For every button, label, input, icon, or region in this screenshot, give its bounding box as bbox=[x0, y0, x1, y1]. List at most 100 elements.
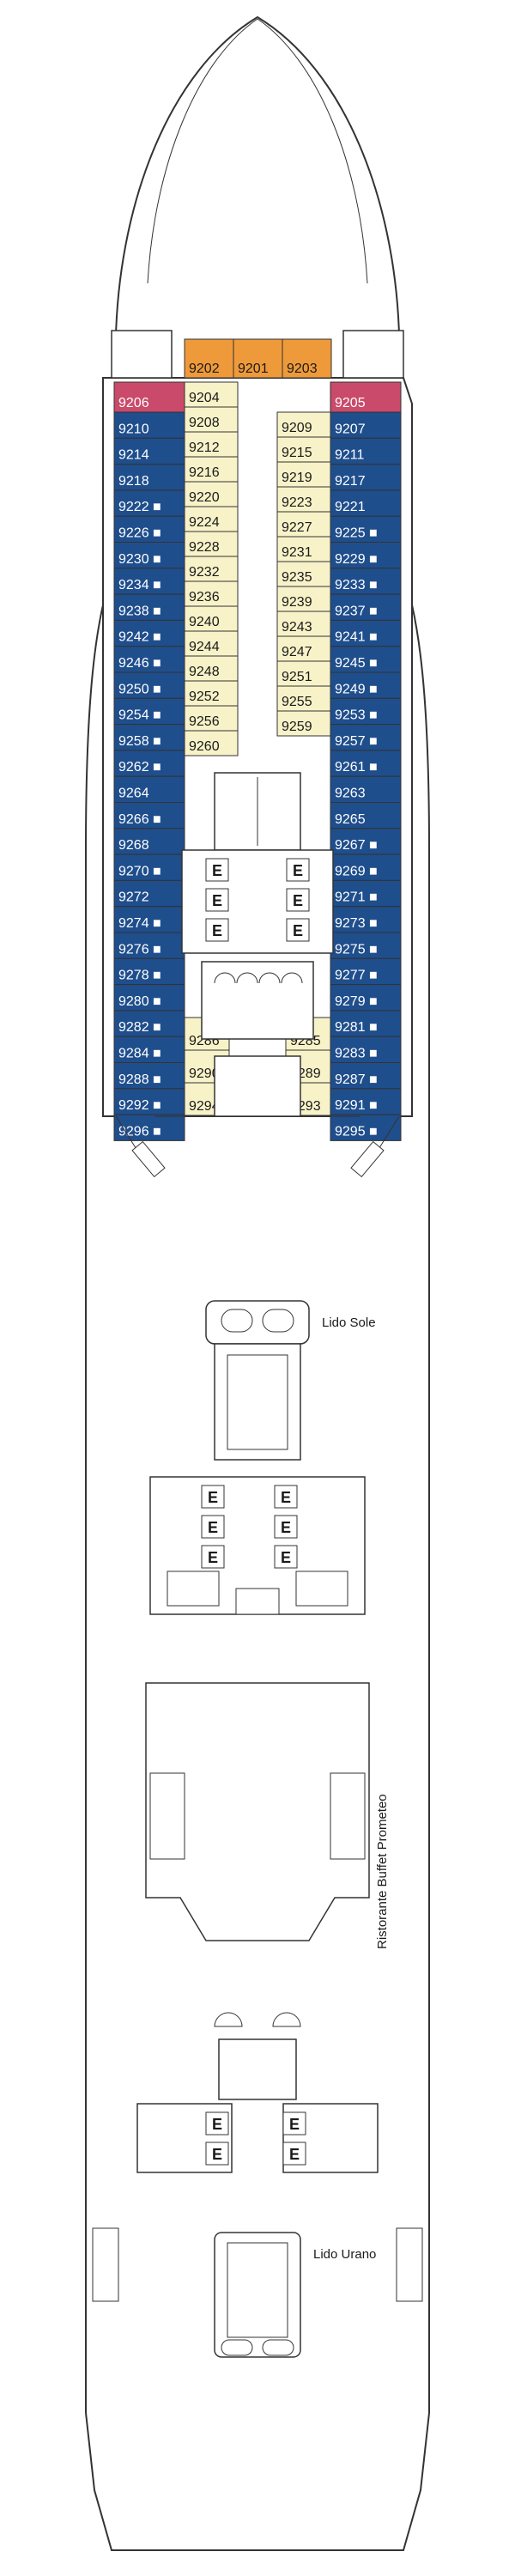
cabin-9276[interactable]: 9276 ■ bbox=[113, 932, 185, 959]
cabin-9223[interactable]: 9223 bbox=[276, 486, 331, 513]
cabin-9253[interactable]: 9253 ■ bbox=[330, 697, 402, 726]
cabin-9228[interactable]: 9228 bbox=[184, 531, 239, 557]
cabin-number: 9295 ■ bbox=[335, 1124, 378, 1139]
cabin-9274[interactable]: 9274 ■ bbox=[113, 906, 185, 933]
cabin-9215[interactable]: 9215 bbox=[276, 436, 331, 463]
cabin-9270[interactable]: 9270 ■ bbox=[113, 854, 185, 881]
cabin-9201[interactable]: 9201 bbox=[233, 338, 283, 379]
cabin-number: 9243 bbox=[282, 620, 312, 635]
svg-text:E: E bbox=[281, 1549, 291, 1566]
cabin-9263[interactable]: 9263 bbox=[330, 775, 402, 804]
cabin-9260[interactable]: 9260 bbox=[184, 730, 239, 756]
cabin-9207[interactable]: 9207 bbox=[330, 411, 402, 439]
cabin-9211[interactable]: 9211 bbox=[330, 437, 402, 465]
cabin-9214[interactable]: 9214 bbox=[113, 437, 185, 465]
svg-text:E: E bbox=[293, 892, 303, 909]
cabin-9273[interactable]: 9273 ■ bbox=[330, 906, 402, 933]
cabin-9288[interactable]: 9288 ■ bbox=[113, 1062, 185, 1090]
cabin-9203[interactable]: 9203 bbox=[282, 338, 332, 379]
cabin-9217[interactable]: 9217 bbox=[330, 464, 402, 491]
cabin-9243[interactable]: 9243 bbox=[276, 611, 331, 637]
cabin-9224[interactable]: 9224 bbox=[184, 506, 239, 532]
svg-text:E: E bbox=[289, 2116, 300, 2133]
cabin-9210[interactable]: 9210 bbox=[113, 411, 185, 439]
cabin-9236[interactable]: 9236 bbox=[184, 580, 239, 607]
cabin-9240[interactable]: 9240 bbox=[184, 605, 239, 632]
cabin-9220[interactable]: 9220 bbox=[184, 481, 239, 507]
cabin-9254[interactable]: 9254 ■ bbox=[113, 697, 185, 726]
cabin-9206[interactable]: 9206 bbox=[113, 381, 185, 413]
cabin-9226[interactable]: 9226 ■ bbox=[113, 515, 185, 544]
cabin-9246[interactable]: 9246 ■ bbox=[113, 646, 185, 673]
cabin-9225[interactable]: 9225 ■ bbox=[330, 515, 402, 544]
cabin-9248[interactable]: 9248 bbox=[184, 655, 239, 682]
cabin-9219[interactable]: 9219 bbox=[276, 461, 331, 488]
cabin-9279[interactable]: 9279 ■ bbox=[330, 984, 402, 1012]
cabin-9295[interactable]: 9295 ■ bbox=[330, 1114, 402, 1141]
cabin-9264[interactable]: 9264 bbox=[113, 775, 185, 804]
cabin-9258[interactable]: 9258 ■ bbox=[113, 724, 185, 751]
cabin-9229[interactable]: 9229 ■ bbox=[330, 542, 402, 569]
cabin-9250[interactable]: 9250 ■ bbox=[113, 671, 185, 699]
cabin-9267[interactable]: 9267 ■ bbox=[330, 828, 402, 855]
cabin-9245[interactable]: 9245 ■ bbox=[330, 646, 402, 673]
cabin-9227[interactable]: 9227 bbox=[276, 511, 331, 538]
cabin-9221[interactable]: 9221 bbox=[330, 489, 402, 517]
cabin-9230[interactable]: 9230 ■ bbox=[113, 542, 185, 569]
cabin-9244[interactable]: 9244 bbox=[184, 630, 239, 657]
cabin-9209[interactable]: 9209 bbox=[276, 411, 331, 438]
cabin-9287[interactable]: 9287 ■ bbox=[330, 1062, 402, 1090]
cabin-9282[interactable]: 9282 ■ bbox=[113, 1010, 185, 1037]
cabin-9275[interactable]: 9275 ■ bbox=[330, 932, 402, 959]
cabin-9204[interactable]: 9204 bbox=[184, 381, 239, 408]
cabin-9272[interactable]: 9272 bbox=[113, 879, 185, 908]
cabin-9249[interactable]: 9249 ■ bbox=[330, 671, 402, 699]
cabin-9269[interactable]: 9269 ■ bbox=[330, 854, 402, 881]
cabin-9242[interactable]: 9242 ■ bbox=[113, 619, 185, 647]
cabin-9205[interactable]: 9205 bbox=[330, 381, 402, 413]
cabin-9291[interactable]: 9291 ■ bbox=[330, 1088, 402, 1115]
cabin-9251[interactable]: 9251 bbox=[276, 660, 331, 687]
cabin-9281[interactable]: 9281 ■ bbox=[330, 1010, 402, 1037]
cabin-9216[interactable]: 9216 bbox=[184, 456, 239, 483]
cabin-9237[interactable]: 9237 ■ bbox=[330, 593, 402, 621]
cabin-9238[interactable]: 9238 ■ bbox=[113, 593, 185, 621]
lido-urano-label: Lido Urano bbox=[313, 2247, 376, 2262]
cabin-9271[interactable]: 9271 ■ bbox=[330, 879, 402, 908]
cabin-9255[interactable]: 9255 bbox=[276, 685, 331, 712]
cabin-9277[interactable]: 9277 ■ bbox=[330, 957, 402, 986]
cabin-9256[interactable]: 9256 bbox=[184, 705, 239, 732]
elevator-icon: E bbox=[286, 918, 310, 942]
cabin-9262[interactable]: 9262 ■ bbox=[113, 750, 185, 777]
cabin-9231[interactable]: 9231 bbox=[276, 536, 331, 562]
cabin-9218[interactable]: 9218 bbox=[113, 464, 185, 491]
cabin-9222[interactable]: 9222 ■ bbox=[113, 489, 185, 517]
elevator-icon: E bbox=[205, 918, 229, 942]
cabin-9233[interactable]: 9233 ■ bbox=[330, 568, 402, 595]
cabin-9239[interactable]: 9239 bbox=[276, 586, 331, 612]
cabin-9252[interactable]: 9252 bbox=[184, 680, 239, 707]
cabin-number: 9244 bbox=[189, 640, 220, 654]
cabin-9261[interactable]: 9261 ■ bbox=[330, 750, 402, 777]
cabin-9241[interactable]: 9241 ■ bbox=[330, 619, 402, 647]
cabin-9283[interactable]: 9283 ■ bbox=[330, 1036, 402, 1063]
cabin-9212[interactable]: 9212 bbox=[184, 431, 239, 458]
cabin-9278[interactable]: 9278 ■ bbox=[113, 957, 185, 986]
cabin-9268[interactable]: 9268 bbox=[113, 828, 185, 855]
cabin-9280[interactable]: 9280 ■ bbox=[113, 984, 185, 1012]
cabin-9296[interactable]: 9296 ■ bbox=[113, 1114, 185, 1141]
cabin-9266[interactable]: 9266 ■ bbox=[113, 802, 185, 829]
elevator-icon: E bbox=[201, 1485, 225, 1509]
cabin-9208[interactable]: 9208 bbox=[184, 406, 239, 433]
cabin-9259[interactable]: 9259 bbox=[276, 710, 331, 737]
cabin-9232[interactable]: 9232 bbox=[184, 556, 239, 582]
cabin-9284[interactable]: 9284 ■ bbox=[113, 1036, 185, 1063]
cabin-9234[interactable]: 9234 ■ bbox=[113, 568, 185, 595]
cabin-9247[interactable]: 9247 bbox=[276, 635, 331, 662]
cabin-9265[interactable]: 9265 bbox=[330, 802, 402, 829]
cabin-9202[interactable]: 9202 bbox=[184, 338, 234, 379]
cabin-9235[interactable]: 9235 bbox=[276, 561, 331, 587]
cabin-9257[interactable]: 9257 ■ bbox=[330, 724, 402, 751]
cabin-9292[interactable]: 9292 ■ bbox=[113, 1088, 185, 1115]
